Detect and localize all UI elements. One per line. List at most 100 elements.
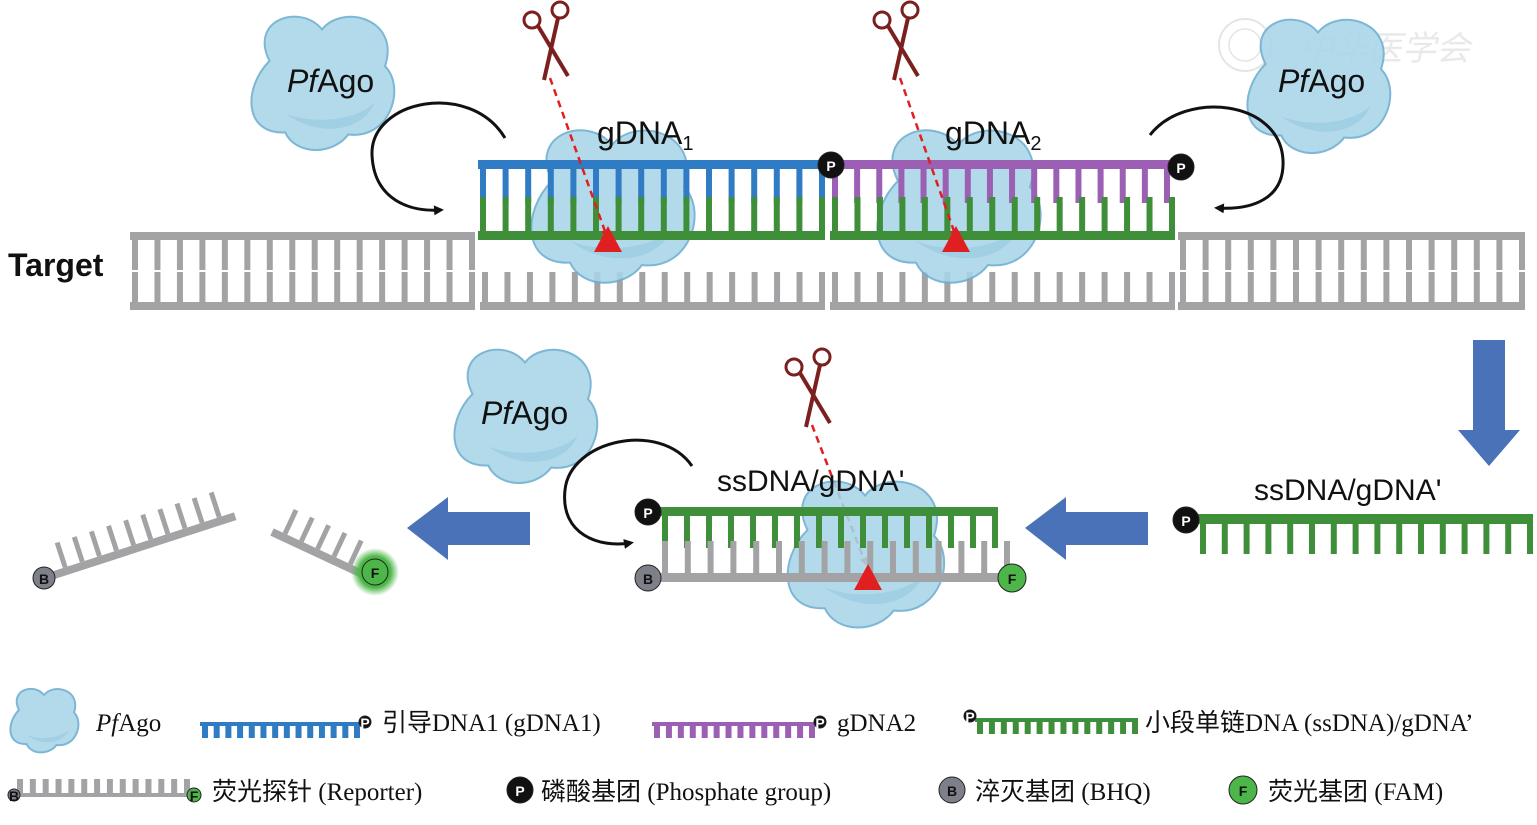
base bbox=[480, 197, 486, 231]
base bbox=[1293, 272, 1299, 302]
base bbox=[1293, 240, 1299, 270]
badge-circle bbox=[186, 787, 202, 803]
ssdna-guide-strand bbox=[660, 507, 998, 548]
base bbox=[1396, 524, 1403, 554]
base bbox=[1428, 272, 1435, 302]
badge-letter: F bbox=[1008, 571, 1017, 587]
base bbox=[854, 169, 861, 203]
legend-label-italic: Pf bbox=[95, 710, 121, 737]
base bbox=[854, 197, 861, 231]
base bbox=[1428, 240, 1435, 270]
base bbox=[221, 240, 228, 270]
base bbox=[751, 197, 758, 231]
base bbox=[660, 169, 667, 203]
base bbox=[1225, 240, 1232, 270]
base bbox=[794, 516, 800, 548]
base bbox=[570, 197, 577, 231]
base bbox=[1119, 169, 1126, 203]
base bbox=[1124, 272, 1131, 302]
base bbox=[1053, 169, 1060, 203]
base bbox=[749, 726, 756, 738]
base bbox=[867, 541, 874, 573]
base bbox=[1315, 272, 1322, 302]
base bbox=[684, 272, 691, 302]
base bbox=[289, 272, 296, 302]
base bbox=[71, 536, 85, 563]
blade bbox=[536, 24, 570, 78]
legend-label-phosphate: 磷酸基团 (Phosphate group) bbox=[541, 778, 831, 806]
base bbox=[876, 169, 883, 203]
binding-arrow-right bbox=[1148, 105, 1285, 214]
base bbox=[547, 197, 554, 231]
base bbox=[199, 272, 206, 302]
base bbox=[154, 272, 161, 302]
base bbox=[1202, 272, 1209, 302]
pfago-protein-free-left bbox=[250, 15, 396, 151]
protein-shape bbox=[9, 687, 80, 754]
base bbox=[773, 169, 780, 203]
base bbox=[706, 516, 712, 548]
badge-letter: P bbox=[360, 715, 369, 731]
base bbox=[171, 779, 178, 793]
base bbox=[184, 779, 190, 793]
backbone bbox=[1178, 232, 1525, 240]
base bbox=[1315, 240, 1322, 270]
base bbox=[469, 272, 475, 302]
base bbox=[944, 272, 951, 302]
flow-arrow-down bbox=[1458, 340, 1520, 466]
legend-gdna1-symbol bbox=[200, 722, 360, 738]
base bbox=[1338, 272, 1345, 302]
base bbox=[1079, 197, 1086, 231]
base bbox=[29, 779, 36, 793]
base bbox=[547, 169, 554, 203]
target-bottom-left bbox=[130, 272, 475, 310]
base bbox=[662, 516, 668, 548]
pfago-label-right: PfAgo bbox=[1278, 63, 1365, 99]
bhq-quencher-icon: B bbox=[32, 566, 56, 590]
backbone bbox=[830, 231, 1175, 240]
backbone bbox=[660, 507, 998, 516]
base bbox=[1461, 524, 1468, 554]
base bbox=[706, 197, 712, 231]
complement-strand-1 bbox=[478, 197, 825, 240]
base bbox=[1000, 722, 1007, 734]
badge-letter: F bbox=[371, 565, 380, 581]
backbone bbox=[130, 232, 475, 240]
base bbox=[248, 726, 255, 738]
fam-fluorophore-icon: F bbox=[361, 558, 389, 586]
base bbox=[964, 169, 971, 203]
base bbox=[832, 197, 838, 231]
base bbox=[1406, 240, 1412, 270]
base bbox=[244, 240, 251, 270]
base bbox=[1084, 722, 1091, 734]
base bbox=[1527, 524, 1533, 554]
base bbox=[525, 197, 532, 231]
protein-body bbox=[530, 129, 696, 284]
backbone bbox=[830, 302, 1175, 310]
legend-gdna2-symbol bbox=[652, 722, 815, 738]
base bbox=[662, 541, 668, 573]
base bbox=[1164, 169, 1170, 203]
base bbox=[683, 169, 690, 203]
blade bbox=[886, 24, 920, 78]
binding-arrow-left bbox=[370, 101, 507, 216]
base bbox=[1338, 240, 1345, 270]
base bbox=[469, 240, 475, 270]
base bbox=[266, 240, 273, 270]
base bbox=[1309, 524, 1315, 554]
badge-circle bbox=[1172, 506, 1200, 534]
base bbox=[140, 513, 154, 541]
base bbox=[237, 726, 244, 738]
base bbox=[244, 272, 251, 302]
base bbox=[593, 169, 599, 203]
backbone bbox=[1178, 302, 1525, 310]
pfago-label-bottom: PfAgo bbox=[481, 395, 568, 431]
base bbox=[482, 272, 488, 302]
base bbox=[199, 240, 206, 270]
base bbox=[661, 272, 668, 302]
handle bbox=[522, 10, 542, 30]
badge-letter: P bbox=[826, 158, 835, 174]
